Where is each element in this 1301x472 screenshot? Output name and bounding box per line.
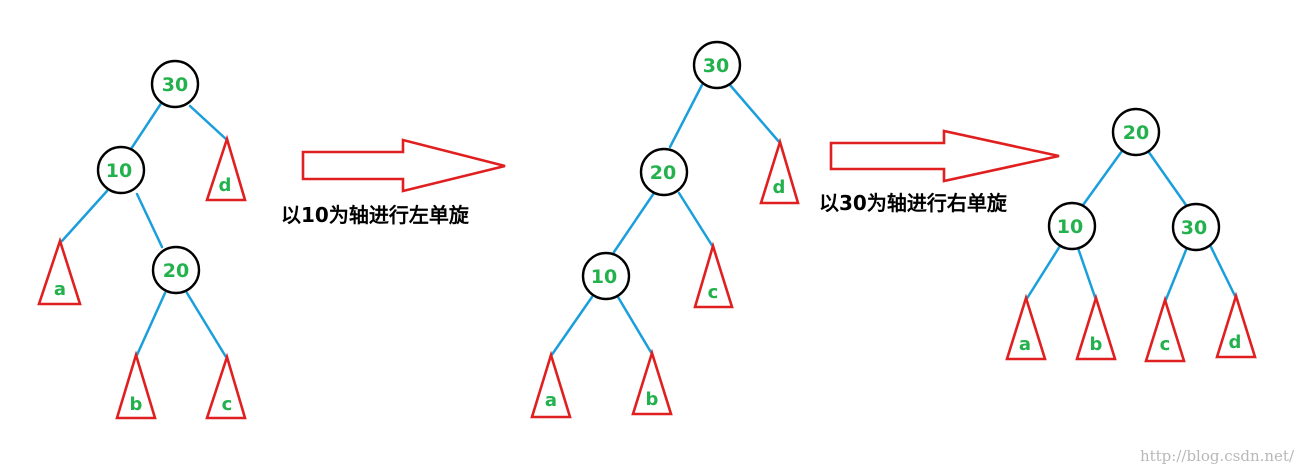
subtree-triangle: c [205,352,247,420]
edge [612,191,656,254]
edge [1024,244,1062,302]
edge [135,291,167,357]
node-label: 10 [106,160,132,182]
subtree-outline [205,134,247,202]
edge [60,189,109,243]
subtree-label: c [1160,334,1171,355]
tree-node: 30 [1171,202,1221,252]
stage-2-tree: 30 20 10 a b c d [530,40,800,419]
subtree-triangle: d [759,137,800,205]
node-circle [692,40,742,90]
rotation-caption: 以10为轴进行左单旋 [281,203,470,227]
node-circle [1047,201,1097,251]
transition-1: 以10为轴进行左单旋 [281,138,506,227]
subtree-triangle: b [1075,293,1117,361]
subtree-label: c [222,394,233,415]
tree-node: 20 [1111,107,1161,157]
subtree-outline [1005,293,1047,361]
subtree-triangle: b [115,350,157,420]
subtree-label: a [545,390,557,411]
edge [1081,149,1124,207]
stage-1-tree: 30 10 20 a b c d [37,59,247,420]
subtree-label: a [54,279,66,300]
subtree-triangle: a [1005,293,1047,361]
edge [185,291,228,359]
tree-node: 10 [581,251,631,301]
tree-node: 20 [151,245,201,295]
edge [1163,248,1188,304]
subtree-label: b [646,389,659,410]
subtree-label: a [1019,334,1031,355]
subtree-outline [205,352,247,420]
right-arrow-icon [301,138,506,193]
edge [1207,241,1238,300]
edge [1146,149,1188,207]
transition-2: 以30为轴进行右单旋 [819,129,1060,215]
node-circle [581,251,631,301]
node-label: 20 [163,260,189,282]
subtree-triangle: c [1144,295,1186,363]
edge [616,295,654,356]
node-circle [1171,202,1221,252]
subtree-triangle: a [37,236,82,306]
edge [549,295,594,358]
edge [1076,246,1098,302]
subtree-outline [631,348,673,416]
edge [135,192,164,249]
node-label: 10 [591,266,617,288]
watermark: http://blog.csdn.net/ [1140,447,1295,465]
edge [728,83,782,145]
subtree-outline [530,350,572,419]
subtree-outline [115,350,157,420]
node-label: 30 [1181,217,1207,239]
node-circle [639,147,689,197]
node-circle [151,245,201,295]
subtree-outline [1215,291,1257,359]
rotation-caption: 以30为轴进行右单旋 [819,191,1008,215]
edge [668,83,704,149]
subtree-outline [693,241,734,309]
subtree-triangle: c [693,241,734,309]
stage-3-tree: 20 10 30 a b c d [1005,107,1257,363]
subtree-outline [1144,295,1186,363]
right-arrow-icon [829,129,1060,183]
subtree-label: d [773,177,786,198]
node-label: 10 [1057,216,1083,238]
subtree-triangle: a [530,350,572,419]
subtree-label: c [708,282,719,303]
tree-node: 10 [1047,201,1097,251]
node-label: 30 [703,55,729,77]
node-label: 20 [650,162,676,184]
subtree-triangle: b [631,348,673,416]
edge [188,104,229,142]
subtree-outline [1075,293,1117,361]
tree-node: 20 [639,147,689,197]
subtree-label: d [1229,332,1242,353]
subtree-outline [37,236,82,306]
subtree-triangle: d [1215,291,1257,359]
subtree-label: b [1090,334,1103,355]
edge [129,100,164,151]
subtree-label: b [130,394,143,415]
edge [677,191,715,249]
subtree-label: d [219,175,232,196]
tree-node: 10 [96,145,146,195]
tree-node: 30 [692,40,742,90]
node-circle [1111,107,1161,157]
subtree-triangle: d [205,134,247,202]
tree-node: 30 [150,59,200,109]
node-label: 30 [162,74,188,96]
node-circle [96,145,146,195]
subtree-outline [759,137,800,205]
node-label: 20 [1123,122,1149,144]
node-circle [150,59,200,109]
